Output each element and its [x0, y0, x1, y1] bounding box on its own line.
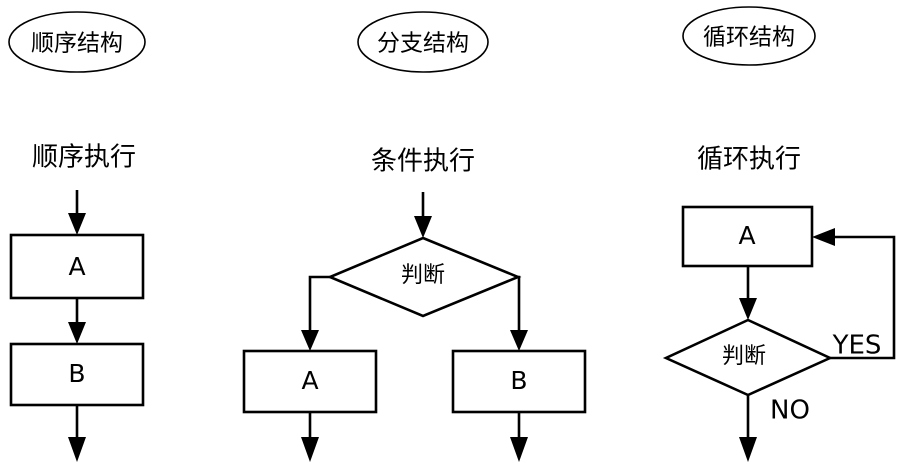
- badge-label-loop: 循环结构: [703, 25, 795, 51]
- node-branch-b-label: B: [510, 366, 527, 395]
- node-branch-b-box: [451, 349, 587, 414]
- edge-seq-a-to-b-arrowhead: [68, 322, 86, 344]
- edge-loop-no-arrowhead: [739, 437, 757, 462]
- edge-branch-b-exit-arrowhead: [510, 437, 528, 462]
- edge-seq-entry-arrowhead: [68, 213, 86, 235]
- badge-ellipse-sequence: [8, 11, 146, 73]
- badge-label-sequence: 顺序结构: [31, 31, 123, 57]
- node-loop-a-box: [681, 205, 814, 268]
- edge-branch-a-exit-arrowhead: [301, 437, 319, 462]
- edge-loop-yes-path: [822, 235, 896, 360]
- edge-loop-a-to-decision-arrowhead: [739, 298, 757, 320]
- node-loop-a-label: A: [738, 221, 755, 250]
- heading-branch: 条件执行: [371, 147, 475, 177]
- badge-label-branch: 分支结构: [377, 31, 469, 57]
- node-loop-decision-label: 判断: [722, 344, 766, 369]
- badge-ellipse-branch: [357, 11, 489, 73]
- edge-label-loop-yes: YES: [832, 331, 882, 361]
- edge-branch-right-arrowhead: [510, 330, 528, 351]
- edge-seq-exit-arrowhead: [68, 437, 86, 462]
- node-seq-b-label: B: [68, 359, 85, 388]
- edge-branch-entry-arrowhead: [414, 216, 432, 238]
- edge-branch-right-line: [517, 275, 521, 343]
- heading-loop: 循环执行: [697, 145, 801, 175]
- node-branch-decision-label: 判断: [401, 263, 445, 288]
- edge-branch-left-arrowhead: [301, 330, 319, 351]
- edge-branch-left-line: [308, 275, 330, 343]
- node-branch-decision-diamond: [326, 236, 522, 318]
- node-branch-a-label: A: [301, 366, 318, 395]
- heading-sequence: 顺序执行: [32, 143, 136, 173]
- node-branch-a-box: [242, 349, 378, 414]
- edge-label-loop-no: NO: [770, 396, 810, 426]
- node-seq-a-label: A: [68, 252, 85, 281]
- edge-loop-yes-arrowhead: [812, 228, 835, 246]
- badge-ellipse-loop: [682, 6, 816, 66]
- node-seq-a-box: [9, 233, 145, 300]
